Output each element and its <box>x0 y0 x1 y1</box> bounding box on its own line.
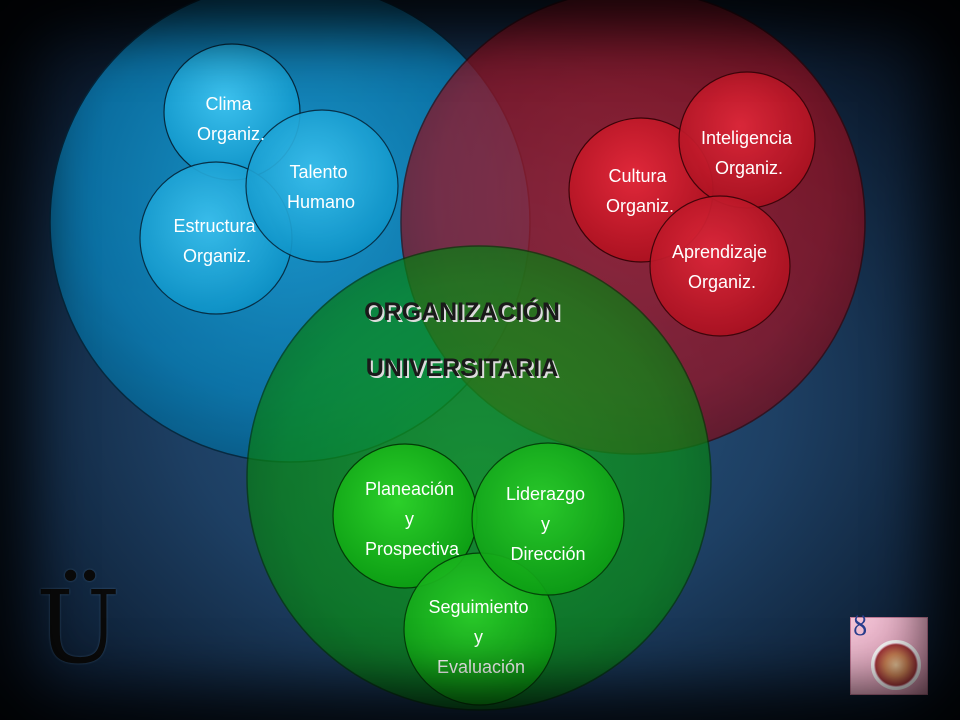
label-clima: Clima Organiz. <box>197 94 265 144</box>
title-line1: ORGANIZACIÓN <box>364 296 560 326</box>
label-seguimiento: Seguimiento y Evaluación <box>428 597 533 677</box>
circle-aprendizaje <box>649 195 791 337</box>
logo-letter: Ü <box>36 569 121 686</box>
circle-green-large <box>246 245 712 711</box>
title-line1-shadow: ORGANIZACIÓN <box>366 298 562 328</box>
emblem-glyph-icon: ȣ <box>853 612 868 642</box>
emblem-icon: ȣ <box>850 612 928 695</box>
label-planeacion: Planeación y Prospectiva <box>365 479 460 559</box>
circle-liderazgo <box>471 442 625 596</box>
circle-talento <box>245 109 399 263</box>
label-inteligencia: Inteligencia Organiz. <box>701 128 797 178</box>
title-line2-shadow: UNIVERSITARIA <box>368 356 561 384</box>
label-cultura: Cultura Organiz. <box>606 166 674 216</box>
label-talento: Talento Humano <box>287 162 355 212</box>
label-aprendizaje: Aprendizaje Organiz. <box>672 242 772 292</box>
label-estructura: Estructura Organiz. <box>173 216 260 266</box>
emblem-ring-icon <box>871 640 921 690</box>
title-line2: UNIVERSITARIA <box>366 354 559 382</box>
university-logo: Ü <box>36 560 126 680</box>
label-liderazgo: Liderazgo y Dirección <box>506 484 590 564</box>
